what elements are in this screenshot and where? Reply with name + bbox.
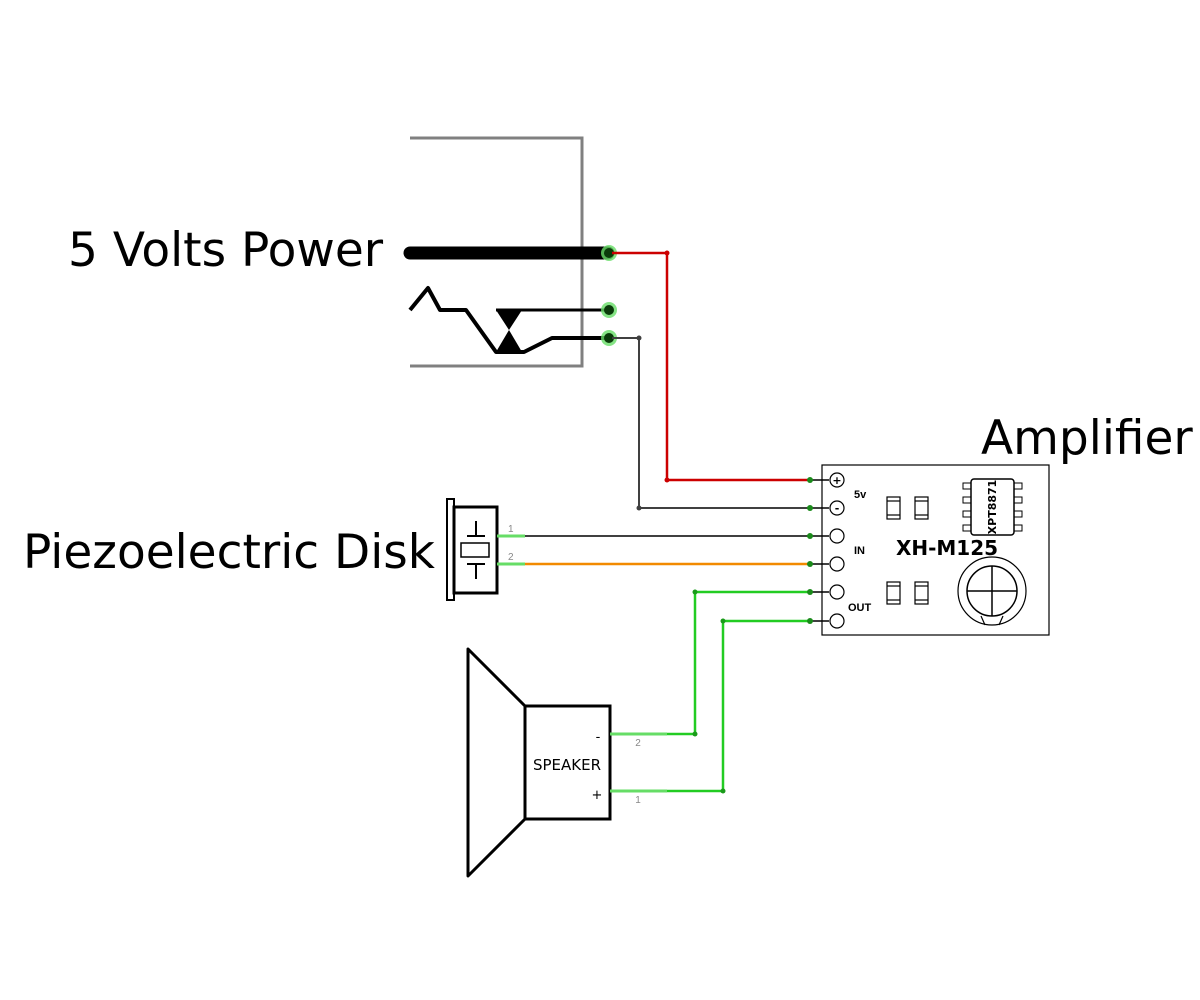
- power-label: 5 Volts Power: [68, 223, 384, 278]
- power-jack-terminal-switch-core: [604, 305, 614, 315]
- amplifier-pin-leads: [812, 479, 829, 622]
- pin-dot: [807, 505, 813, 511]
- wire-junction: [636, 335, 642, 341]
- potentiometer-tick: [980, 615, 986, 626]
- chip-legs: [962, 482, 1023, 532]
- power-jack: [403, 136, 617, 368]
- wire-green-out-plus: [612, 619, 812, 793]
- pin-label-5v: 5v: [854, 489, 867, 501]
- speaker-plus-symbol: +: [592, 788, 603, 803]
- power-jack-switch-triangle-bottom: [496, 330, 522, 352]
- chip-leg: [962, 482, 972, 490]
- chip-leg: [1013, 482, 1023, 490]
- smd-capacitor: [886, 496, 901, 520]
- pin-minus-symbol: -: [835, 502, 840, 515]
- potentiometer: [957, 556, 1027, 626]
- wires: [525, 250, 812, 794]
- wire-junction: [664, 250, 670, 256]
- piezo-disk: 1 2: [446, 498, 525, 601]
- speaker-pin-plus-number: 1: [635, 795, 641, 806]
- wire-red-5v: [612, 251, 812, 482]
- amplifier-label: Amplifier: [981, 411, 1193, 466]
- amplifier-pin-dots: [807, 477, 813, 624]
- chip-leg: [962, 510, 972, 518]
- pin-pad-plus: [829, 472, 845, 488]
- wire-junction: [720, 618, 726, 624]
- pin-dot: [807, 589, 813, 595]
- piezo-crystal: [460, 542, 490, 558]
- amplifier-module: + - 5v IN OUT: [807, 464, 1050, 636]
- speaker-cone: [466, 647, 527, 878]
- smd-capacitor: [914, 496, 929, 520]
- pin-label-out: OUT: [848, 602, 872, 614]
- amplifier-model-label: XH-M125: [896, 536, 998, 560]
- power-jack-switch-triangle-top: [496, 310, 522, 330]
- chip-body: [970, 478, 1015, 536]
- wire-junction: [692, 589, 698, 595]
- wire-green-out-minus: [612, 590, 812, 736]
- wire-junction: [692, 731, 698, 737]
- speaker-body: [523, 704, 612, 821]
- chip-leg: [1013, 524, 1023, 532]
- amplifier-chip: XPT8871: [962, 478, 1023, 536]
- pin-dot: [807, 561, 813, 567]
- potentiometer-outer: [957, 556, 1027, 626]
- speaker: SPEAKER - + 2 1: [466, 647, 667, 878]
- power-jack-terminal-tip-core: [604, 248, 614, 258]
- piezo-pin-2-number: 2: [508, 552, 514, 563]
- wire-black-gnd: [612, 337, 812, 509]
- smd-capacitor: [886, 581, 901, 605]
- wire-junction: [636, 505, 642, 511]
- pin-dot: [807, 618, 813, 624]
- power-jack-spring-contact: [408, 286, 608, 354]
- chip-leg: [962, 524, 972, 532]
- chip-leg: [962, 496, 972, 504]
- pin-plus-symbol: +: [832, 474, 841, 487]
- pin-dot: [807, 533, 813, 539]
- smd-capacitor: [914, 581, 929, 605]
- pin-pad-in2: [829, 556, 845, 572]
- chip-leg: [1013, 496, 1023, 504]
- chip-label: XPT8871: [986, 480, 999, 535]
- pin-pad-minus: [829, 500, 845, 516]
- speaker-minus-symbol: -: [596, 730, 601, 745]
- power-jack-terminal-sleeve-core: [604, 333, 614, 343]
- pin-label-in: IN: [854, 545, 865, 557]
- pin-dot: [807, 477, 813, 483]
- amplifier-pin-pads: [829, 472, 845, 629]
- chip-leg: [1013, 510, 1023, 518]
- piezo-label: Piezoelectric Disk: [23, 525, 436, 580]
- pin-pad-out2: [829, 613, 845, 629]
- piezo-pin-1-number: 1: [508, 524, 514, 535]
- pin-pad-in1: [829, 528, 845, 544]
- wire-junction: [664, 477, 670, 483]
- smd-capacitors: [886, 496, 929, 605]
- speaker-pin-minus-number: 2: [635, 738, 641, 749]
- speaker-label: SPEAKER: [533, 756, 601, 774]
- potentiometer-tick: [998, 615, 1004, 626]
- wire-junction: [720, 788, 726, 794]
- pin-pad-out1: [829, 584, 845, 600]
